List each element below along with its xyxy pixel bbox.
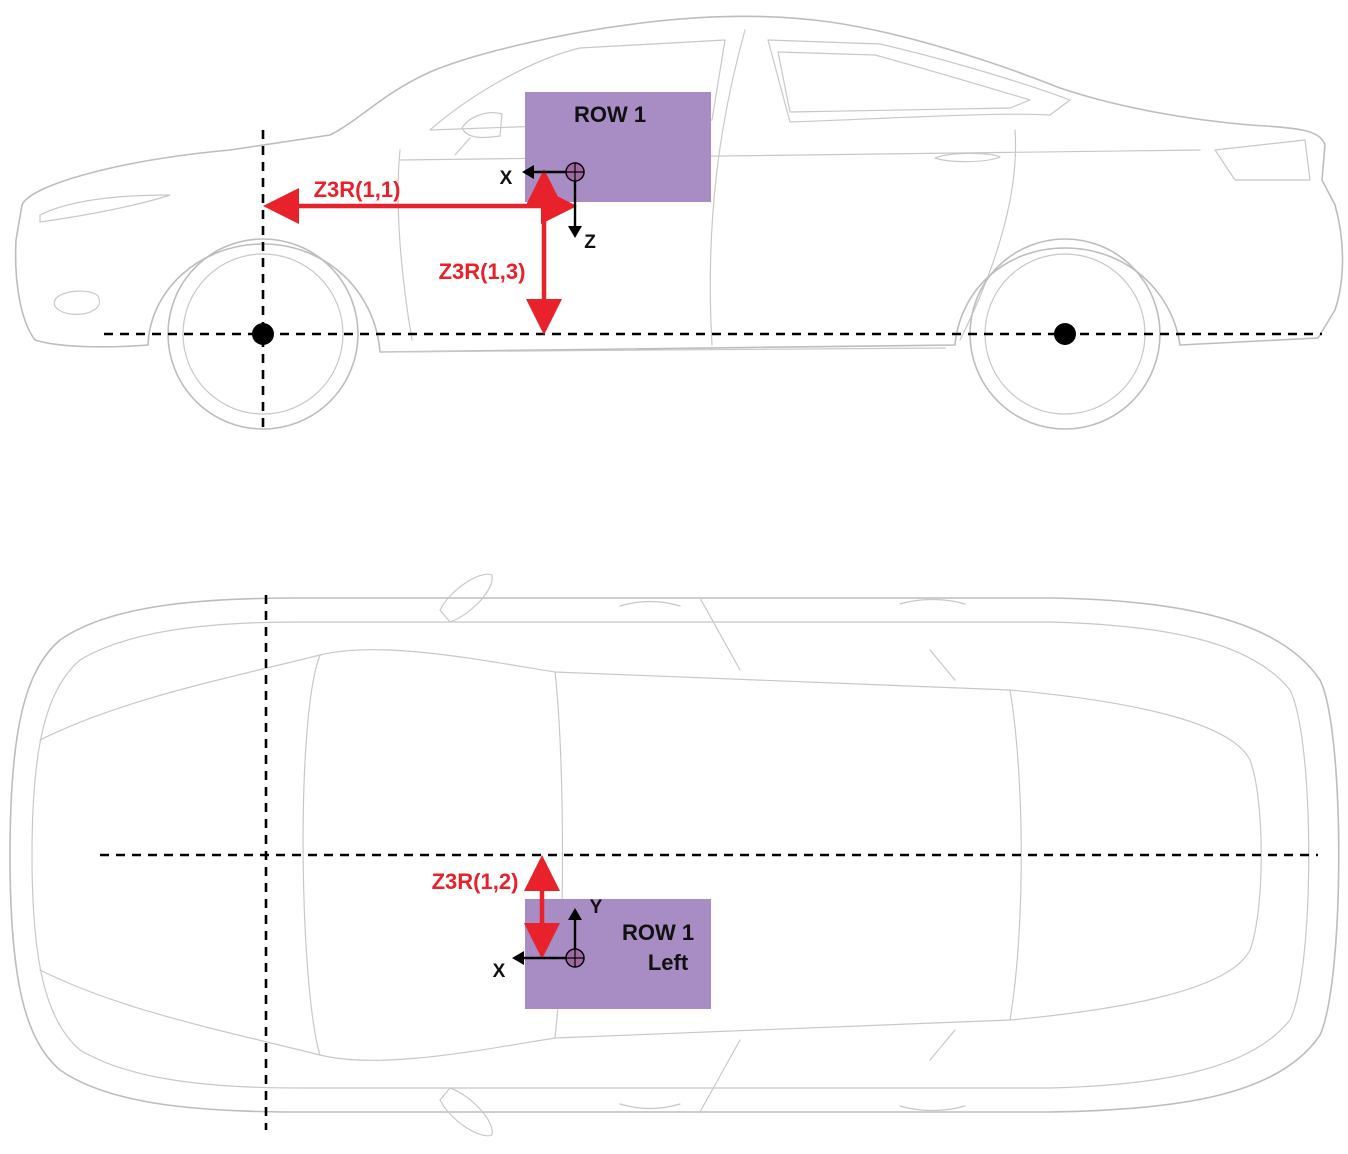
top-rear-window-line	[1009, 689, 1022, 1021]
top-body-inner-outline	[31, 621, 1310, 1089]
side-dimension-z3r-1-1-label: Z3R(1,1)	[314, 177, 401, 202]
top-seat-label-line2: Left	[648, 950, 689, 975]
top-hood-line-upper	[39, 654, 321, 741]
side-door-line-front	[397, 149, 413, 341]
side-axis-x-label: X	[500, 168, 513, 189]
side-window-rear	[767, 39, 1071, 123]
side-window-front	[429, 39, 726, 131]
side-seat-label: ROW 1	[574, 102, 646, 127]
side-dimension-z3r-1-3-label: Z3R(1,3)	[439, 259, 526, 284]
top-axis-y-label: Y	[590, 897, 603, 918]
top-right-mirror	[439, 1087, 493, 1137]
side-car-body-outline	[14, 15, 1344, 353]
top-axis-x-label: X	[493, 961, 506, 982]
top-cabin-outline	[302, 649, 1262, 1061]
side-view: ROW 1 Z3R(1,1) Z3R(1,3) X Z	[14, 15, 1344, 432]
side-fog-light	[53, 290, 100, 315]
top-car-body-outline	[9, 597, 1340, 1113]
top-left-mirror	[439, 573, 493, 623]
side-mirror	[454, 112, 503, 156]
top-lower-door-handles	[619, 1029, 966, 1113]
side-rear-axle-center	[1054, 323, 1076, 345]
side-front-axle-center	[252, 323, 274, 345]
top-upper-door-handles	[619, 597, 966, 681]
top-view: ROW 1 Left Z3R(1,2) X Y	[9, 573, 1340, 1137]
side-door-line-b-pillar	[709, 29, 746, 346]
side-rear-door-handle	[934, 152, 1001, 163]
top-seat-label-line1: ROW 1	[622, 920, 694, 945]
side-seat-axes	[522, 162, 585, 238]
side-headlight	[39, 194, 171, 223]
top-dimension-z3r-1-2-label: Z3R(1,2)	[432, 869, 519, 894]
side-axis-z-label: Z	[584, 232, 596, 253]
top-seat-axes	[512, 908, 585, 968]
side-taillight	[1214, 139, 1311, 181]
top-hood-line-lower	[39, 969, 321, 1056]
side-window-rear-inner	[777, 51, 1031, 113]
side-sill-line	[379, 347, 946, 353]
side-character-line	[399, 149, 1201, 161]
